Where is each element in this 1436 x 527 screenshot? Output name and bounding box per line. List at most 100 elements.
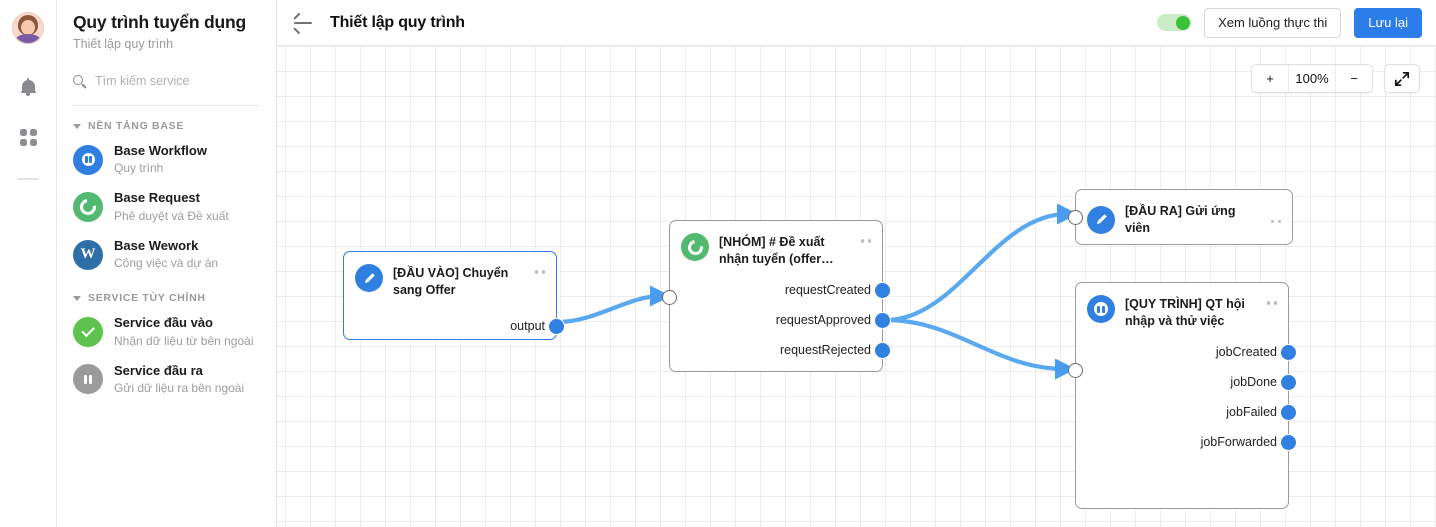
search-input[interactable] <box>95 74 256 88</box>
port-requestRejected[interactable]: requestRejected <box>670 335 891 365</box>
group-label: SERVICE TÙY CHỈNH <box>88 292 206 305</box>
port-label: requestRejected <box>779 343 871 357</box>
edge-group-to-process <box>883 317 1076 380</box>
port-jobCreated[interactable]: jobCreated <box>1076 337 1297 367</box>
topbar-actions: Xem luồng thực thi Lưu lại <box>1157 7 1422 38</box>
port-handle[interactable] <box>1279 433 1297 451</box>
port-label: requestCreated <box>784 283 871 297</box>
node-ports: output <box>344 311 565 341</box>
port-jobFailed[interactable]: jobFailed <box>1076 397 1297 427</box>
pencil-circle-icon <box>355 264 383 292</box>
save-button[interactable]: Lưu lại <box>1354 7 1422 38</box>
port-handle[interactable] <box>1279 343 1297 361</box>
icon-rail <box>0 0 57 527</box>
port-label: requestApproved <box>775 313 871 327</box>
port-handle[interactable] <box>547 317 565 335</box>
main-area: Thiết lập quy trình Xem luồng thực thi L… <box>277 0 1436 527</box>
sidebar-item-base-workflow[interactable]: Base Workflow Quy trình <box>73 136 260 183</box>
request-circle-icon <box>681 233 709 261</box>
chevron-down-icon <box>73 123 81 129</box>
service-desc: Nhận dữ liệu từ bên ngoài <box>114 333 254 348</box>
zoom-out-button[interactable]: − <box>1350 71 1358 86</box>
port-input-handle[interactable] <box>1068 210 1083 225</box>
node-group[interactable]: [NHÓM] # Đề xuất nhận tuyển (offer… requ… <box>662 220 891 372</box>
workflow-circle-icon <box>1087 295 1115 323</box>
port-jobForwarded[interactable]: jobForwarded <box>1076 427 1297 457</box>
node-title: [QUY TRÌNH] QT hội nhập và thử việc <box>1125 297 1245 328</box>
port-label: jobFailed <box>1226 405 1277 419</box>
sidebar-divider <box>73 105 260 106</box>
zoom-level-label: 100% <box>1288 65 1336 92</box>
port-handle[interactable] <box>873 341 891 359</box>
node-header: [ĐẦU RA] Gửi ứng viên <box>1076 190 1292 236</box>
service-desc: Công việc và dự án <box>114 256 219 271</box>
service-desc: Quy trình <box>114 161 164 176</box>
node-title: [ĐẦU VÀO] Chuyển sang Offer <box>393 266 509 297</box>
node-ports: jobCreated jobDone jobFailed jobForwarde… <box>1076 337 1297 457</box>
wework-icon: W <box>73 239 103 270</box>
service-name: Base Wework <box>114 237 199 253</box>
node-header: [ĐẦU VÀO] Chuyển sang Offer <box>344 252 556 298</box>
group-label: NỀN TẢNG BASE <box>88 120 185 132</box>
workflow-icon <box>73 144 103 175</box>
port-requestApproved[interactable]: requestApproved <box>670 305 891 335</box>
port-output[interactable]: output <box>344 311 565 341</box>
sidebar-item-service-input[interactable]: Service đầu vào Nhận dữ liệu từ bên ngoà… <box>73 308 260 355</box>
service-name: Base Workflow <box>114 143 207 158</box>
port-handle[interactable] <box>1279 373 1297 391</box>
sidebar-subtitle: Thiết lập quy trình <box>73 37 174 51</box>
pause-circle-icon <box>73 364 103 395</box>
sidebar-title: Quy trình tuyển dụng <box>73 12 246 32</box>
node-header: [NHÓM] # Đề xuất nhận tuyển (offer… <box>670 221 882 267</box>
service-desc: Phê duyệt và Đề xuất <box>114 208 229 223</box>
bell-icon[interactable] <box>11 70 45 104</box>
zoom-in-button[interactable]: + <box>1266 71 1274 86</box>
service-name: Base Request <box>114 190 200 206</box>
port-input-handle[interactable] <box>662 290 677 305</box>
sidebar-item-base-wework[interactable]: W Base Wework Công việc và dự án <box>73 231 260 278</box>
port-handle[interactable] <box>873 281 891 299</box>
zoom-controls: + 100% − <box>1251 64 1373 93</box>
port-handle[interactable] <box>1279 403 1297 421</box>
workflow-canvas[interactable]: + 100% − <box>277 46 1436 527</box>
node-input[interactable]: [ĐẦU VÀO] Chuyển sang Offer output <box>343 251 565 341</box>
view-execution-flow-button[interactable]: Xem luồng thực thi <box>1204 7 1342 38</box>
topbar: Thiết lập quy trình Xem luồng thực thi L… <box>277 0 1436 46</box>
node-process[interactable]: [QUY TRÌNH] QT hội nhập và thử việc jobC… <box>1068 282 1297 509</box>
sidebar: Quy trình tuyển dụng Thiết lập quy trình… <box>57 0 277 527</box>
port-label: jobForwarded <box>1200 435 1277 449</box>
service-name: Service đầu vào <box>114 315 213 331</box>
port-label: output <box>510 319 545 333</box>
edge-group-to-output <box>883 203 1078 323</box>
pencil-circle-icon <box>1087 205 1115 234</box>
node-title: [ĐẦU RA] Gửi ứng viên <box>1125 204 1236 235</box>
sidebar-group-base-platform[interactable]: NỀN TẢNG BASE <box>73 120 260 132</box>
fit-screen-icon[interactable] <box>1384 64 1420 93</box>
search-row <box>73 68 260 94</box>
port-handle[interactable] <box>873 311 891 329</box>
port-label: jobCreated <box>1215 345 1277 359</box>
apps-grid-icon[interactable] <box>11 120 45 154</box>
search-icon <box>73 74 86 89</box>
node-output[interactable]: [ĐẦU RA] Gửi ứng viên <box>1068 189 1293 245</box>
service-name: Service đầu ra <box>114 362 203 378</box>
arrow-left-icon[interactable] <box>293 12 313 34</box>
port-requestCreated[interactable]: requestCreated <box>670 275 891 305</box>
node-menu-icon[interactable] <box>860 233 871 243</box>
node-header: [QUY TRÌNH] QT hội nhập và thử việc <box>1076 283 1288 329</box>
rail-divider <box>17 178 39 180</box>
node-menu-icon[interactable] <box>534 264 545 274</box>
node-menu-icon[interactable] <box>1270 216 1281 224</box>
check-circle-icon <box>73 317 103 348</box>
execution-flow-toggle[interactable] <box>1157 14 1192 31</box>
page-title: Thiết lập quy trình <box>330 13 465 31</box>
sidebar-item-base-request[interactable]: Base Request Phê duyệt và Đề xuất <box>73 183 260 230</box>
node-menu-icon[interactable] <box>1266 295 1277 305</box>
sidebar-item-service-output[interactable]: Service đầu ra Gửi dữ liệu ra bên ngoài <box>73 356 260 403</box>
node-title: [NHÓM] # Đề xuất nhận tuyển (offer… <box>719 235 834 266</box>
user-avatar[interactable] <box>12 12 44 44</box>
port-input-handle[interactable] <box>1068 363 1083 378</box>
sidebar-group-custom-service[interactable]: SERVICE TÙY CHỈNH <box>73 292 260 304</box>
port-jobDone[interactable]: jobDone <box>1076 367 1297 397</box>
